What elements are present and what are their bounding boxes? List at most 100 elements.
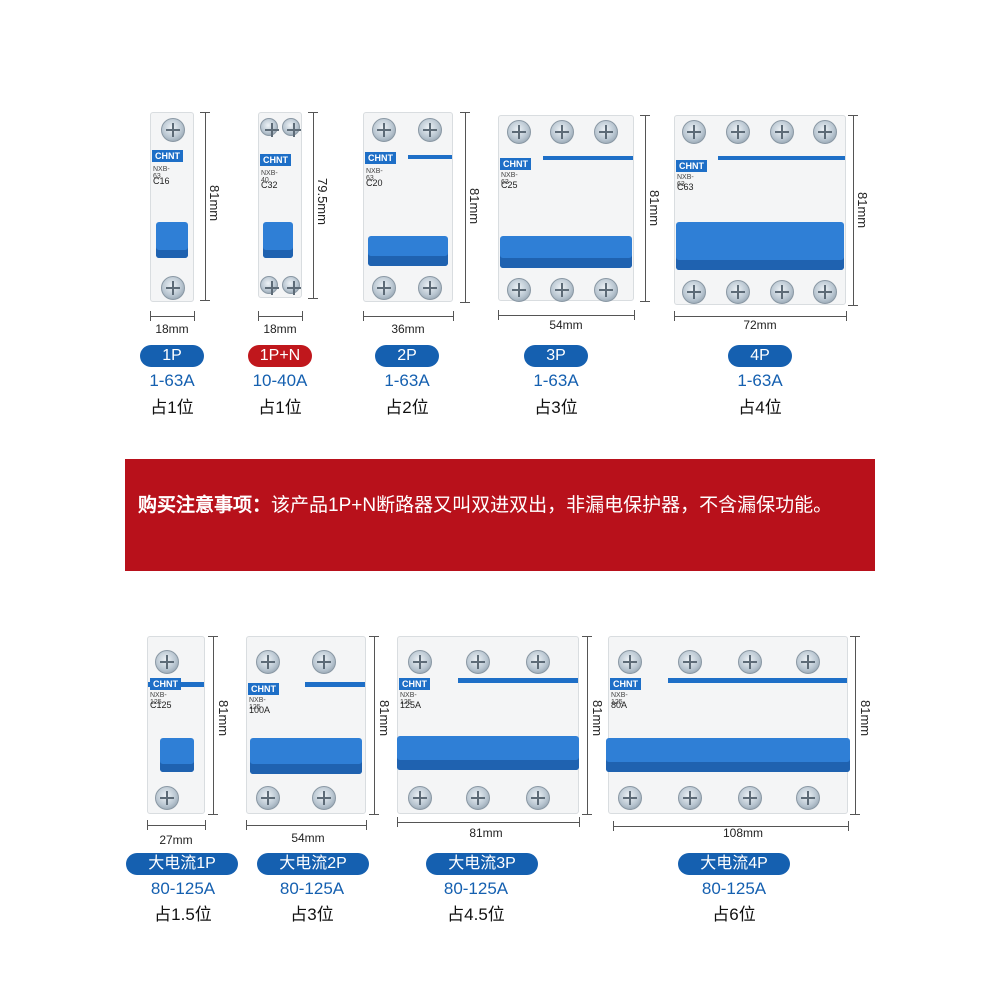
height-label: 81mm <box>855 192 870 229</box>
current-range: 1-63A <box>149 371 195 390</box>
terminal-screw-icon <box>550 278 574 302</box>
slot-count: 占6位 <box>712 905 756 924</box>
height-label: 81mm <box>207 185 222 222</box>
terminal-screw-icon <box>312 786 336 810</box>
width-label: 54mm <box>291 831 325 845</box>
height-label: 81mm <box>647 190 662 227</box>
toggle-handle <box>263 222 293 258</box>
terminal-screw-icon <box>260 276 279 295</box>
terminal-screw-icon <box>507 278 531 302</box>
slot-count: 占4位 <box>738 398 782 417</box>
terminal-screw-icon <box>466 786 490 810</box>
toggle-handle <box>250 738 362 774</box>
terminal-screw-icon <box>466 650 490 674</box>
terminal-screw-icon <box>618 786 642 810</box>
width-label: 54mm <box>549 318 583 332</box>
type-pill: 2P <box>375 345 439 367</box>
terminal-screw-icon <box>418 118 442 142</box>
terminal-screw-icon <box>594 120 618 144</box>
slot-count: 占1位 <box>150 398 194 417</box>
terminal-screw-icon <box>678 786 702 810</box>
current-range: 80-125A <box>279 879 345 898</box>
terminal-screw-icon <box>738 786 762 810</box>
terminal-screw-icon <box>738 650 762 674</box>
type-pill: 1P+N <box>248 345 312 367</box>
height-label: 81mm <box>467 188 482 225</box>
slot-count: 占4.5位 <box>447 905 505 924</box>
type-pill: 大电流4P <box>678 853 790 875</box>
toggle-handle <box>500 236 632 268</box>
notice-text: 购买注意事项：该产品1P+N断路器又叫双进双出，非漏电保护器，不含漏保功能。 <box>138 490 868 522</box>
terminal-screw-icon <box>526 786 550 810</box>
terminal-screw-icon <box>155 786 179 810</box>
terminal-screw-icon <box>770 280 794 304</box>
slot-count: 占2位 <box>385 398 429 417</box>
current-range: 1-63A <box>533 371 579 390</box>
toggle-handle <box>156 222 188 258</box>
terminal-screw-icon <box>372 118 396 142</box>
terminal-screw-icon <box>813 120 837 144</box>
notice-body: 该产品1P+N断路器又叫双进双出，非漏电保护器，不含漏保功能。 <box>271 495 833 516</box>
height-label: 81mm <box>377 700 392 737</box>
type-pill: 1P <box>140 345 204 367</box>
current-range: 1-63A <box>384 371 430 390</box>
notice-banner <box>125 459 875 571</box>
height-label: 81mm <box>216 700 231 737</box>
height-label: 81mm <box>858 700 873 737</box>
type-pill: 大电流2P <box>257 853 369 875</box>
terminal-screw-icon <box>618 650 642 674</box>
terminal-screw-icon <box>161 118 185 142</box>
toggle-handle <box>160 738 194 772</box>
slot-count: 占3位 <box>534 398 578 417</box>
terminal-screw-icon <box>682 120 706 144</box>
current-range: 10-40A <box>252 371 308 390</box>
current-range: 80-125A <box>150 879 216 898</box>
terminal-screw-icon <box>770 120 794 144</box>
width-label: 27mm <box>159 833 193 847</box>
terminal-screw-icon <box>796 786 820 810</box>
terminal-screw-icon <box>372 276 396 300</box>
toggle-handle <box>397 736 579 770</box>
terminal-screw-icon <box>260 118 279 137</box>
height-label: 79.5mm <box>315 178 330 225</box>
slot-count: 占1位 <box>258 398 302 417</box>
terminal-screw-icon <box>256 786 280 810</box>
toggle-handle <box>676 222 844 270</box>
type-pill: 大电流1P <box>126 853 238 875</box>
terminal-screw-icon <box>796 650 820 674</box>
terminal-screw-icon <box>813 280 837 304</box>
slot-count: 占1.5位 <box>154 905 212 924</box>
brand-logo: CHNT <box>152 150 183 162</box>
type-pill: 3P <box>524 345 588 367</box>
terminal-screw-icon <box>726 120 750 144</box>
notice-label: 购买注意事项： <box>138 495 272 516</box>
terminal-screw-icon <box>418 276 442 300</box>
terminal-screw-icon <box>282 276 301 295</box>
terminal-screw-icon <box>408 786 432 810</box>
terminal-screw-icon <box>161 276 185 300</box>
terminal-screw-icon <box>678 650 702 674</box>
type-pill: 4P <box>728 345 792 367</box>
terminal-screw-icon <box>408 650 432 674</box>
terminal-screw-icon <box>507 120 531 144</box>
width-label: 72mm <box>743 318 777 332</box>
width-label: 18mm <box>263 322 297 336</box>
width-label: 36mm <box>391 322 425 336</box>
current-range: 1-63A <box>737 371 783 390</box>
terminal-screw-icon <box>682 280 706 304</box>
toggle-handle <box>606 738 850 772</box>
toggle-handle <box>368 236 448 266</box>
terminal-screw-icon <box>594 278 618 302</box>
terminal-screw-icon <box>526 650 550 674</box>
terminal-screw-icon <box>726 280 750 304</box>
terminal-screw-icon <box>256 650 280 674</box>
height-label: 81mm <box>590 700 605 737</box>
current-range: 80-125A <box>443 879 509 898</box>
current-range: 80-125A <box>701 879 767 898</box>
slot-count: 占3位 <box>290 905 334 924</box>
terminal-screw-icon <box>155 650 179 674</box>
type-pill: 大电流3P <box>426 853 538 875</box>
terminal-screw-icon <box>312 650 336 674</box>
width-label: 18mm <box>155 322 189 336</box>
terminal-screw-icon <box>550 120 574 144</box>
